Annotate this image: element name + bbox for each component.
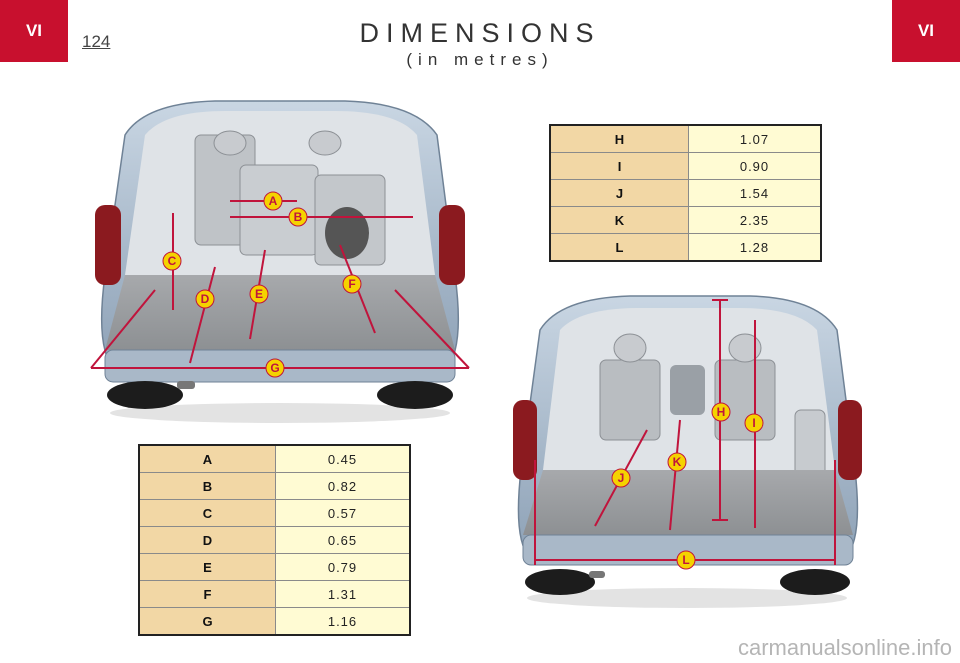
svg-text:I: I bbox=[752, 416, 755, 430]
dimension-key: I bbox=[549, 152, 689, 180]
dimension-key: D bbox=[138, 526, 276, 554]
dimension-key: B bbox=[138, 472, 276, 500]
svg-text:F: F bbox=[348, 277, 355, 291]
marker-c: C bbox=[162, 251, 182, 271]
svg-text:A: A bbox=[269, 194, 278, 208]
dimension-value: 0.45 bbox=[275, 444, 411, 473]
svg-text:H: H bbox=[717, 405, 726, 419]
dimension-value: 2.35 bbox=[688, 206, 822, 234]
svg-text:J: J bbox=[618, 471, 625, 485]
dimension-key: E bbox=[138, 553, 276, 581]
watermark: carmanualsonline.info bbox=[737, 635, 952, 660]
dimension-value: 1.31 bbox=[275, 580, 411, 608]
svg-text:B: B bbox=[294, 210, 303, 224]
marker-k: K bbox=[667, 452, 687, 472]
dimension-key: F bbox=[138, 580, 276, 608]
dimension-markers-right: H I J K L bbox=[611, 402, 764, 570]
dimension-key: H bbox=[549, 124, 689, 153]
svg-text:K: K bbox=[673, 455, 682, 469]
dimension-value: 0.57 bbox=[275, 499, 411, 527]
marker-l: L bbox=[676, 550, 696, 570]
dimension-key: K bbox=[549, 206, 689, 234]
dimension-markers-left: A B C D E F G bbox=[162, 191, 362, 378]
dimension-value: 1.28 bbox=[688, 233, 822, 262]
dimension-value: 1.54 bbox=[688, 179, 822, 207]
boot-illustration-seats-folded: A B C D E F G bbox=[90, 100, 470, 423]
page-title: DIMENSIONS bbox=[359, 18, 601, 48]
svg-text:L: L bbox=[682, 553, 689, 567]
chapter-tab-right: VI bbox=[892, 0, 960, 62]
dimension-key: G bbox=[138, 607, 276, 636]
dimension-key: J bbox=[549, 179, 689, 207]
marker-g: G bbox=[265, 358, 285, 378]
svg-text:E: E bbox=[255, 287, 263, 301]
marker-a: A bbox=[263, 191, 283, 211]
marker-f: F bbox=[342, 274, 362, 294]
dimension-key: A bbox=[138, 444, 276, 473]
dimension-value: 0.65 bbox=[275, 526, 411, 554]
dimension-value: 1.07 bbox=[688, 124, 822, 153]
marker-e: E bbox=[249, 284, 269, 304]
chapter-tab-left: VI bbox=[0, 0, 68, 62]
svg-text:G: G bbox=[270, 361, 279, 375]
marker-d: D bbox=[195, 289, 215, 309]
page-number: 124 bbox=[82, 32, 111, 51]
dimension-key: C bbox=[138, 499, 276, 527]
svg-text:C: C bbox=[168, 254, 177, 268]
dimension-value: 1.16 bbox=[275, 607, 411, 636]
marker-h: H bbox=[711, 402, 731, 422]
page-subtitle: (in metres) bbox=[406, 50, 554, 69]
boot-illustration-seats-up: H I J K L bbox=[513, 295, 862, 608]
chapter-label-right: VI bbox=[917, 21, 935, 40]
dimension-key: L bbox=[549, 233, 689, 262]
dimension-value: 0.90 bbox=[688, 152, 822, 180]
marker-j: J bbox=[611, 468, 631, 488]
chapter-label-left: VI bbox=[25, 21, 43, 40]
dimension-value: 0.82 bbox=[275, 472, 411, 500]
svg-text:D: D bbox=[201, 292, 210, 306]
dimension-value: 0.79 bbox=[275, 553, 411, 581]
marker-b: B bbox=[288, 207, 308, 227]
marker-i: I bbox=[744, 413, 764, 433]
